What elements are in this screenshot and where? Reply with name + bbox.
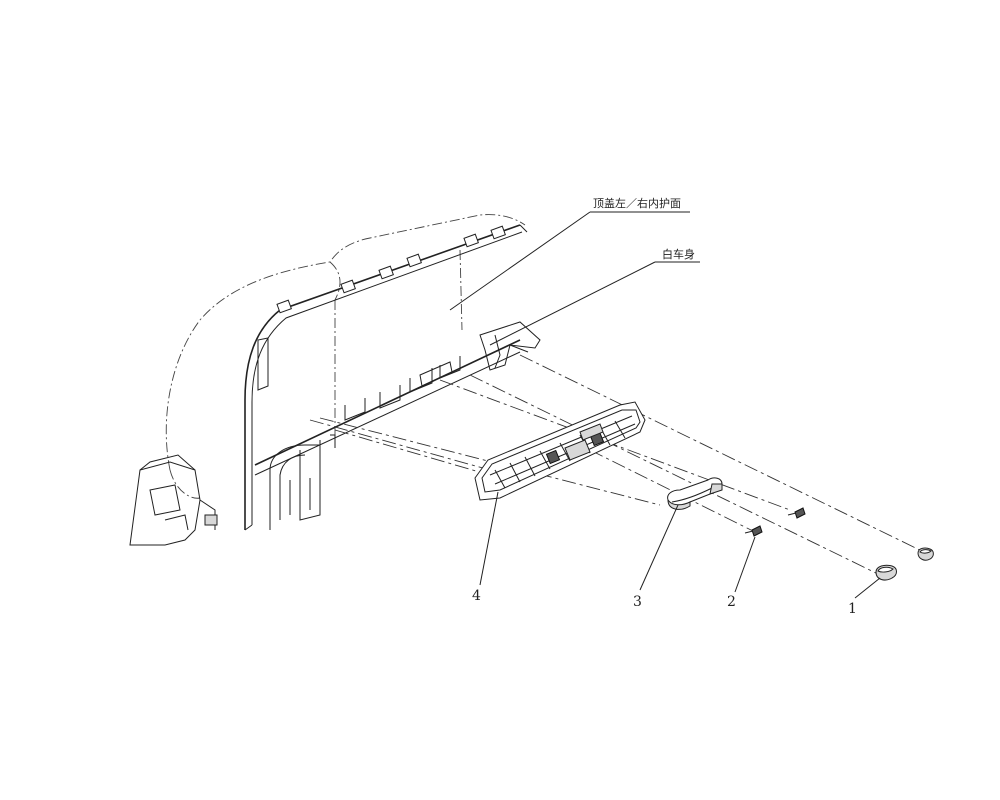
callout-roof-inner-trim: 顶盖左／右内护面 — [593, 196, 681, 210]
part-1-screw-covers — [875, 547, 934, 581]
body-in-white-structure — [129, 224, 541, 546]
part-number-2: 2 — [727, 594, 736, 610]
callout-body-in-white: 白车身 — [662, 247, 695, 261]
part-number-4: 4 — [472, 588, 481, 604]
part-4-handle-base-trim — [474, 401, 646, 501]
part-3-grab-handle — [667, 477, 723, 510]
assembly-centerlines — [309, 354, 931, 576]
roof-inner-trim-outline — [165, 214, 526, 499]
callout-leaders — [449, 211, 881, 599]
part-number-3: 3 — [633, 594, 642, 610]
part-number-1: 1 — [848, 601, 857, 617]
part-2-screws — [744, 507, 806, 537]
